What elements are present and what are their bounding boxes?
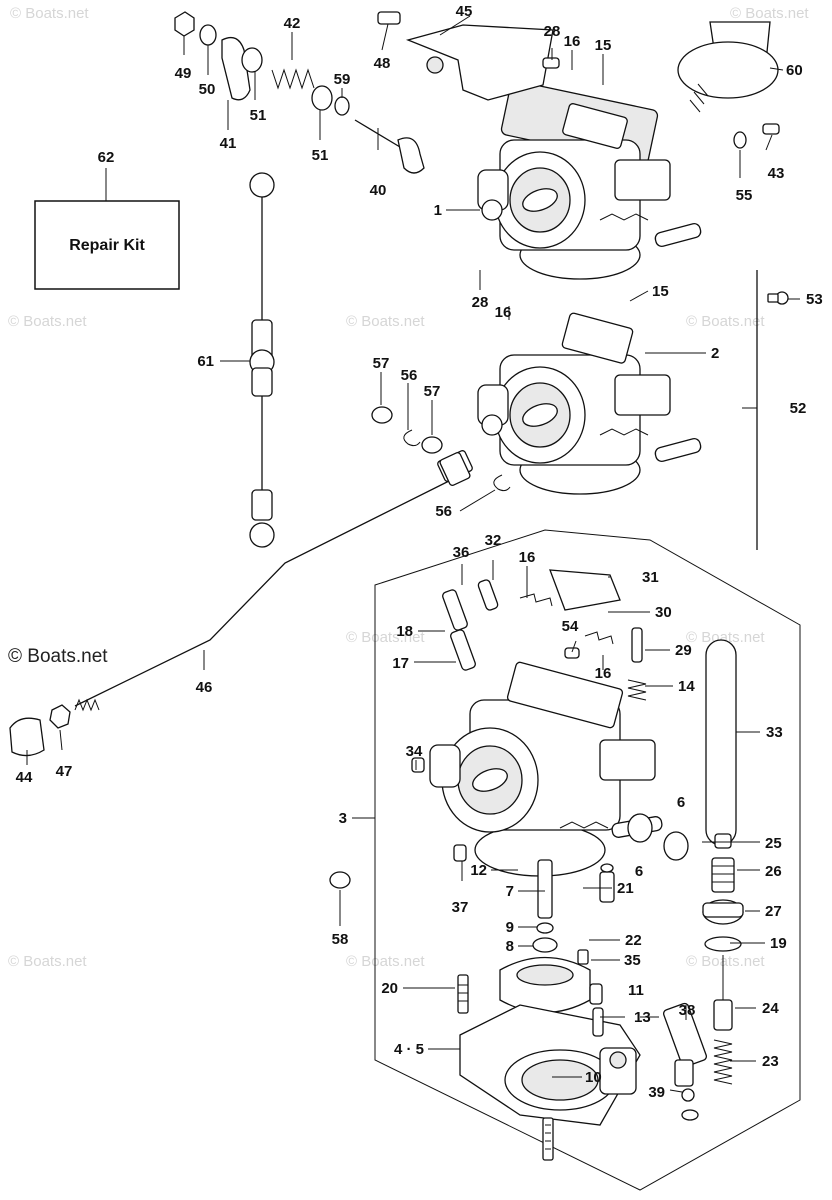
callout-42: 42 bbox=[284, 15, 301, 32]
callout-15b: 15 bbox=[595, 37, 612, 54]
callout-44: 44 bbox=[16, 769, 33, 786]
callout-6a: 6 bbox=[677, 794, 685, 811]
callout-58: 58 bbox=[332, 931, 349, 948]
callout-43: 43 bbox=[768, 165, 785, 182]
callout-11: 11 bbox=[628, 982, 644, 999]
watermarks: © Boats.net © Boats.net © Boats.net © Bo… bbox=[8, 5, 809, 970]
carb-3-outline bbox=[374, 529, 801, 1191]
callout-16d: 16 bbox=[519, 549, 536, 566]
callout-27: 27 bbox=[765, 903, 782, 920]
callout-56a: 56 bbox=[435, 503, 452, 520]
callout-37: 37 bbox=[452, 899, 469, 916]
callout-16a: 16 bbox=[564, 33, 581, 50]
callout-59: 59 bbox=[334, 71, 351, 88]
callout-labels: 1 2 3 4 · 5 6 6 7 8 9 10 11 12 13 14 15 … bbox=[16, 3, 823, 1101]
callout-32: 32 bbox=[485, 532, 502, 549]
callout-12: 12 bbox=[470, 862, 487, 879]
watermark: © Boats.net bbox=[346, 629, 425, 646]
callout-1: 1 bbox=[434, 202, 442, 219]
repair-kit-box: Repair Kit bbox=[34, 168, 180, 290]
callout-54: 54 bbox=[562, 618, 579, 635]
watermark: © Boats.net bbox=[8, 953, 87, 970]
callout-4-5: 4 · 5 bbox=[394, 1041, 424, 1058]
callout-51a: 51 bbox=[250, 107, 267, 124]
callout-56b: 56 bbox=[401, 367, 418, 384]
callout-24: 24 bbox=[762, 1000, 779, 1017]
float-bowl-assembly bbox=[459, 956, 707, 1161]
callout-6b: 6 bbox=[635, 863, 643, 880]
callout-35: 35 bbox=[624, 952, 641, 969]
callout-30: 30 bbox=[655, 604, 672, 621]
callout-49: 49 bbox=[175, 65, 192, 82]
carburetor-3 bbox=[429, 661, 663, 877]
callout-17: 17 bbox=[392, 655, 409, 672]
watermark: © Boats.net bbox=[686, 629, 765, 646]
callout-33: 33 bbox=[766, 724, 783, 741]
watermark: © Boats.net bbox=[346, 953, 425, 970]
callout-18: 18 bbox=[396, 623, 413, 640]
callout-28b: 28 bbox=[472, 294, 489, 311]
callout-16b: 16 bbox=[495, 304, 512, 321]
watermark: © Boats.net bbox=[346, 313, 425, 330]
callout-46: 46 bbox=[196, 679, 213, 696]
callout-55: 55 bbox=[736, 187, 753, 204]
carburetor-1 bbox=[477, 80, 702, 280]
small-parts bbox=[174, 11, 780, 1121]
callout-62: 62 bbox=[98, 149, 115, 166]
callout-8: 8 bbox=[506, 938, 514, 955]
callout-39: 39 bbox=[648, 1084, 665, 1101]
callout-23: 23 bbox=[762, 1053, 779, 1070]
callout-21: 21 bbox=[617, 880, 634, 897]
callout-34: 34 bbox=[406, 743, 423, 760]
callout-38: 38 bbox=[679, 1002, 696, 1019]
callout-57a: 57 bbox=[373, 355, 390, 372]
callout-57b: 57 bbox=[424, 383, 441, 400]
callout-47: 47 bbox=[56, 763, 73, 780]
watermark: © Boats.net bbox=[686, 953, 765, 970]
callout-48: 48 bbox=[374, 55, 391, 72]
callout-3: 3 bbox=[339, 810, 347, 827]
right-column-parts bbox=[702, 639, 744, 1085]
callout-20: 20 bbox=[381, 980, 398, 997]
callout-31: 31 bbox=[642, 569, 659, 586]
callout-52: 52 bbox=[790, 400, 807, 417]
callout-25: 25 bbox=[765, 835, 782, 852]
callout-29: 29 bbox=[675, 642, 692, 659]
callout-9: 9 bbox=[506, 919, 514, 936]
callout-41: 41 bbox=[220, 135, 237, 152]
callout-16c: 16 bbox=[595, 665, 612, 682]
watermark-prominent: © Boats.net bbox=[8, 646, 108, 667]
callout-10: 10 bbox=[585, 1069, 602, 1086]
watermark: © Boats.net bbox=[686, 313, 765, 330]
watermark: © Boats.net bbox=[730, 5, 809, 22]
carburetor-2 bbox=[437, 312, 702, 495]
callout-26: 26 bbox=[765, 863, 782, 880]
callout-14: 14 bbox=[678, 678, 695, 695]
callout-2: 2 bbox=[711, 345, 719, 362]
linkage-parts bbox=[9, 21, 789, 757]
callout-13: 13 bbox=[634, 1009, 651, 1026]
watermark: © Boats.net bbox=[8, 313, 87, 330]
callout-15a: 15 bbox=[652, 283, 669, 300]
callout-19: 19 bbox=[770, 935, 787, 952]
callout-60: 60 bbox=[786, 62, 803, 79]
callout-7: 7 bbox=[506, 883, 514, 900]
watermark: © Boats.net bbox=[10, 5, 89, 22]
callout-28a: 28 bbox=[544, 23, 561, 40]
leader-lines bbox=[26, 15, 800, 1093]
callout-53: 53 bbox=[806, 291, 823, 308]
callout-40: 40 bbox=[370, 182, 387, 199]
callout-45: 45 bbox=[456, 3, 473, 20]
callout-50: 50 bbox=[199, 81, 216, 98]
repair-kit-label: Repair Kit bbox=[69, 237, 145, 254]
callout-51b: 51 bbox=[312, 147, 329, 164]
callout-61: 61 bbox=[197, 353, 214, 370]
callout-22: 22 bbox=[625, 932, 642, 949]
callout-36: 36 bbox=[453, 544, 470, 561]
